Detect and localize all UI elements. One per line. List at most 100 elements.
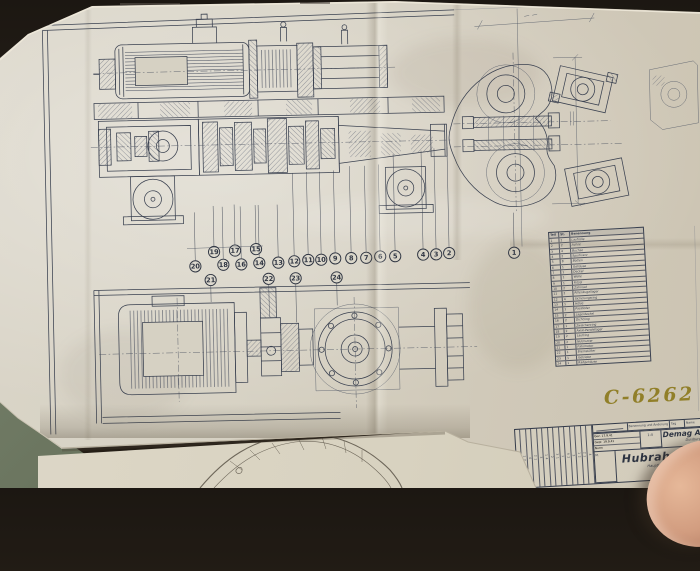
balloon-leader	[296, 284, 297, 322]
balloon-leader	[447, 147, 449, 247]
parts-list-cell: 2	[550, 244, 560, 249]
scale-label: M.	[594, 451, 614, 459]
norm-label: Norm	[594, 446, 603, 452]
gez-date: 17.9.41	[600, 433, 612, 439]
parts-list-cell: 1	[561, 275, 572, 280]
parts-list-cell: 7	[551, 270, 561, 275]
scale-value: 1:4	[640, 430, 660, 439]
parts-list-cell: 1	[566, 350, 577, 355]
part-balloon-number: 5	[393, 252, 398, 260]
parts-list-cell: 1	[562, 280, 573, 285]
parts-list-cell: 15	[554, 313, 564, 318]
part-balloon-number: 20	[191, 262, 201, 270]
parts-list-cell: 1	[563, 307, 574, 312]
balloon-leader	[222, 207, 223, 259]
parts-list-cell: 4	[560, 248, 571, 253]
balloon-leader	[194, 212, 195, 260]
parts-list-cell: 2	[565, 339, 576, 344]
part-balloon-number: 3	[434, 250, 439, 258]
parts-list-cell: 1	[563, 302, 574, 307]
balloon-leader	[234, 205, 235, 245]
part-balloon-number: 19	[209, 248, 219, 256]
parts-list-cell: 8	[561, 259, 572, 264]
parts-list-cell: 1	[565, 344, 576, 349]
tag-label: Tag	[670, 420, 685, 429]
part-balloon-number: 8	[349, 254, 354, 262]
parts-list-cell: 2	[562, 286, 573, 291]
part-balloon-number: 15	[251, 245, 261, 253]
parts-list-cell: 18	[554, 329, 564, 334]
parts-list-cell: 8	[551, 276, 561, 281]
parts-list-cell: 1	[561, 270, 572, 275]
parts-list-cell: 2	[559, 238, 570, 243]
end-view-rocker	[446, 6, 630, 248]
parts-list-cell: 6	[551, 265, 561, 270]
handwritten-drawing-number: C-6262	[603, 383, 696, 413]
parts-list-cell: 12	[553, 297, 563, 302]
parts-list-cell: 13	[553, 302, 563, 307]
part-balloon-number: 10	[317, 256, 327, 264]
side-elevation-view	[88, 6, 599, 251]
part-balloon-number: 21	[206, 276, 216, 284]
part-balloon-number: 24	[332, 274, 342, 282]
part-balloon-number: 9	[333, 255, 338, 263]
parts-list-cell: 1	[566, 360, 577, 365]
balloon-leader	[513, 213, 514, 247]
part-balloon-number: 14	[255, 259, 265, 267]
balloon-leader	[421, 151, 423, 249]
part-balloon-number: 4	[421, 251, 426, 259]
parts-list-cell: 3	[550, 249, 560, 254]
gepr-label: Gepr.	[593, 440, 602, 446]
parts-list-cell: 2	[560, 254, 571, 259]
parts-list-cell: 23	[556, 356, 566, 361]
part-balloon-number: 17	[230, 247, 240, 255]
balloon-leader	[292, 173, 294, 255]
parts-list-cell: St.	[559, 232, 570, 238]
parts-list-cell: 20	[555, 340, 565, 345]
parts-list-cell: 4	[550, 254, 560, 259]
parts-list-cell: 1	[549, 238, 559, 243]
photo-of-technical-drawing: { "drawing": { "handwritten_number": "C-…	[0, 0, 700, 488]
parts-list-cell: 16	[554, 318, 564, 323]
parts-list-cell: 2	[565, 334, 576, 339]
signature-column: Gez.17.9.41 Gepr.19.9.41 Norm	[593, 432, 641, 452]
part-balloon-number: 11	[304, 256, 314, 264]
scale-cell: 1:4	[640, 430, 662, 448]
part-balloon-number: 23	[291, 274, 301, 282]
part-balloon-number: 12	[290, 257, 300, 265]
part-balloon-number: 18	[219, 261, 229, 269]
parts-list-cell: 2	[564, 328, 575, 333]
balloon-leader	[349, 166, 351, 252]
parts-list-cell: 4	[563, 296, 574, 301]
parts-list-cell: 2	[564, 312, 575, 317]
balloon-leader	[255, 205, 256, 243]
part-balloon-number: 1	[512, 249, 517, 257]
part-balloon-number: 13	[274, 259, 284, 267]
balloon-leader	[306, 172, 308, 254]
parts-list-cell: 24	[556, 361, 566, 366]
parts-list-cell: 1	[561, 264, 572, 269]
part-balloon-number: 6	[378, 253, 383, 261]
plan-view	[94, 282, 479, 423]
part-balloon-number: 7	[364, 254, 369, 262]
balloon-leader	[277, 205, 278, 257]
parts-list-cell: 14	[553, 308, 563, 313]
part-balloon-number: 2	[447, 249, 452, 257]
material-cell: M.	[594, 451, 617, 483]
parts-list-cell: Teil	[549, 232, 559, 238]
gepr-date: 19.9.41	[602, 439, 614, 445]
balloon-leader	[434, 148, 436, 248]
part-balloon-number: 22	[264, 275, 274, 283]
corner-view-fragment	[649, 61, 698, 130]
parts-list-cell: 10	[552, 286, 562, 291]
parts-list-cell: 2	[564, 318, 575, 323]
balloon-leader	[319, 172, 321, 254]
balloon-leader	[333, 170, 335, 252]
balloon-leader	[364, 166, 366, 252]
parts-list-cell: 21	[555, 345, 565, 350]
parts-list-cell: 19	[555, 334, 565, 339]
parts-list-cell: 9	[552, 281, 562, 286]
parts-list-cell: 2	[562, 291, 573, 296]
